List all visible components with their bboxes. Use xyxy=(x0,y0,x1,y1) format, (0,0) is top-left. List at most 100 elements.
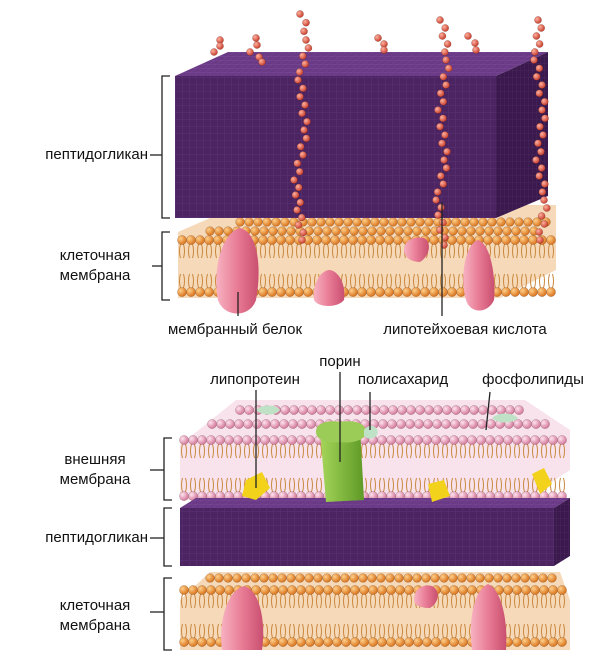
teichoic-bead xyxy=(471,39,478,46)
lipid-head xyxy=(407,218,416,227)
teichoic-bead xyxy=(442,24,449,31)
lipid-head xyxy=(188,435,197,444)
teichoic-bead xyxy=(297,143,304,150)
lipid-head xyxy=(278,435,287,444)
lipid-head xyxy=(362,218,371,227)
lipid-head xyxy=(488,218,497,227)
lipid-head xyxy=(521,637,530,646)
lipid-head xyxy=(245,218,254,227)
teichoic-bead xyxy=(439,219,446,226)
lipid-head xyxy=(377,574,386,583)
lipid-head xyxy=(469,405,478,414)
teichoic-bead xyxy=(253,41,260,48)
teichoic-bead xyxy=(536,90,543,97)
lipid-head xyxy=(519,287,528,296)
lipid-head xyxy=(441,419,450,428)
bracket-top-membrane xyxy=(162,232,170,300)
label-polysaccharide: полисахарид xyxy=(338,370,468,390)
lipid-head xyxy=(296,637,305,646)
teichoic-bead xyxy=(530,56,537,63)
lipid-head xyxy=(422,435,431,444)
lipid-head xyxy=(404,435,413,444)
lipid-head xyxy=(433,405,442,414)
lipid-head xyxy=(314,574,323,583)
teichoic-bead xyxy=(303,118,310,125)
lipid-head xyxy=(357,287,366,296)
lipid-head xyxy=(366,235,375,244)
lipid-head xyxy=(485,435,494,444)
lipid-head xyxy=(420,287,429,296)
lipid-head xyxy=(546,287,555,296)
teichoic-bead xyxy=(299,52,306,59)
lipid-head xyxy=(537,287,546,296)
lipid-head xyxy=(287,227,296,236)
lipid-head xyxy=(186,287,195,296)
lipid-head xyxy=(458,574,467,583)
lipid-head xyxy=(280,405,289,414)
teichoic-bead xyxy=(541,220,548,227)
lipid-head xyxy=(334,405,343,414)
lipid-head xyxy=(422,637,431,646)
lipid-head xyxy=(380,218,389,227)
lipid-head xyxy=(242,574,251,583)
lipid-head xyxy=(515,218,524,227)
lipid-head xyxy=(368,637,377,646)
lipid-head xyxy=(429,287,438,296)
lipid-head xyxy=(521,585,530,594)
lipid-head xyxy=(476,574,485,583)
teichoic-bead xyxy=(444,40,451,47)
teichoic-bead xyxy=(292,191,299,198)
lipid-head xyxy=(267,287,276,296)
lipid-head xyxy=(476,435,485,444)
lipid-head xyxy=(258,287,267,296)
lipid-head xyxy=(477,419,486,428)
lipid-head xyxy=(261,419,270,428)
lipid-head xyxy=(215,227,224,236)
lipid-head xyxy=(332,585,341,594)
lipid-head xyxy=(260,585,269,594)
lipid-head xyxy=(512,435,521,444)
lipid-head xyxy=(512,574,521,583)
teichoic-bead xyxy=(442,81,449,88)
lipid-head xyxy=(188,585,197,594)
lipid-head xyxy=(413,227,422,236)
lipid-head xyxy=(512,637,521,646)
lipid-head xyxy=(501,287,510,296)
lipid-head xyxy=(521,574,530,583)
lipid-head xyxy=(503,585,512,594)
lipid-head xyxy=(348,235,357,244)
teichoic-bead xyxy=(436,123,443,130)
teichoic-bead xyxy=(536,236,543,243)
teichoic-bead xyxy=(296,93,303,100)
lipid-head xyxy=(343,405,352,414)
teichoic-bead xyxy=(536,228,543,235)
lipid-head xyxy=(361,405,370,414)
lipid-head xyxy=(413,574,422,583)
lipid-head xyxy=(467,574,476,583)
lipid-head xyxy=(411,287,420,296)
lipid-head xyxy=(459,419,468,428)
lipid-head xyxy=(204,235,213,244)
teichoic-bead xyxy=(302,36,309,43)
lipid-head xyxy=(413,435,422,444)
teichoic-bead xyxy=(295,184,302,191)
lipid-head xyxy=(305,435,314,444)
lipid-head xyxy=(314,637,323,646)
teichoic-bead xyxy=(305,44,312,51)
bottom-peptidoglycan-block xyxy=(180,498,570,566)
label-top-cell-membrane-2: мембрана xyxy=(40,266,150,286)
teichoic-bead xyxy=(536,40,543,47)
lipid-head xyxy=(557,585,566,594)
teichoic-bead xyxy=(297,199,304,206)
label-membrane-protein: мембранный белок xyxy=(140,320,330,340)
bracket-top-peptidoglycan xyxy=(162,76,170,218)
lipid-head xyxy=(379,405,388,414)
lipid-head xyxy=(197,585,206,594)
lipid-head xyxy=(384,287,393,296)
teichoic-bead xyxy=(303,135,310,142)
lipid-head xyxy=(260,227,269,236)
teichoic-bead xyxy=(538,24,545,31)
lipid-head xyxy=(506,218,515,227)
teichoic-bead xyxy=(443,148,450,155)
lipid-head xyxy=(287,637,296,646)
